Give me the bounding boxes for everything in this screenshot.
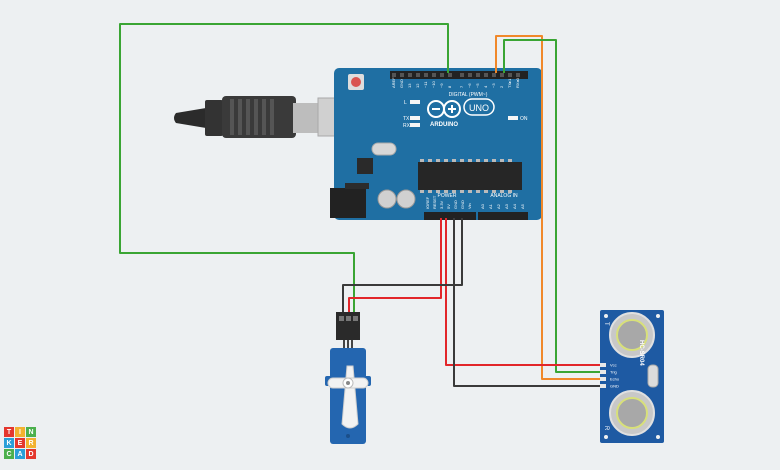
power-pin-label: Vin [467, 203, 472, 209]
analog-pin-label: A4 [512, 203, 517, 209]
digital-pin-label: GND [399, 79, 404, 88]
transducer-trig [609, 312, 655, 358]
green-wire-sensor-trig[interactable] [503, 39, 600, 373]
black-wire-gnd[interactable] [453, 218, 600, 387]
sensor-pin[interactable] [600, 384, 606, 388]
sensor-pin-label: Vcc [610, 363, 617, 368]
logo-letter: T [4, 427, 14, 437]
power-jack[interactable] [330, 188, 366, 218]
analog-pin-label: A3 [504, 203, 509, 209]
sensor-mark-left: T [603, 322, 609, 326]
digital-pin-label: ~3 [491, 83, 496, 88]
digital-label: DIGITAL (PWM~) [449, 92, 488, 98]
digital-pin-label: 13 [407, 83, 412, 88]
black-wire-servo-gnd[interactable] [342, 218, 463, 318]
led-l [410, 100, 420, 104]
digital-pin-label: AREF [391, 77, 396, 88]
green-wire-servo-signal[interactable] [119, 23, 449, 318]
logo-letter: R [26, 438, 36, 448]
sensor-model-label: HC-SR04 [638, 340, 644, 366]
sensor-pin[interactable] [600, 370, 606, 374]
brand-label: ARDUINO [430, 122, 458, 128]
logo-letter: A [15, 449, 25, 459]
led-on [508, 116, 518, 120]
logo-letter: E [15, 438, 25, 448]
power-pin-label: GND [453, 200, 458, 209]
led-rx-label: RX [403, 123, 411, 129]
digital-pin-label: 4 [483, 85, 488, 88]
analog-header[interactable] [478, 212, 528, 220]
analog-pin-label: A5 [520, 203, 525, 209]
analog-label: ANALOG IN [490, 193, 518, 199]
sensor-mark-right: R [603, 426, 609, 431]
led-tx-label: TX [403, 116, 410, 122]
orange-wire-sensor-echo[interactable] [495, 35, 600, 380]
digital-pin-label: TX▸1 [507, 78, 512, 88]
usb-cable[interactable] [174, 96, 361, 138]
digital-pin-label: RX◂0 [515, 77, 520, 88]
logo-letter: D [26, 449, 36, 459]
digital-pin-label: 7 [459, 85, 464, 88]
digital-pin-label: ~5 [475, 83, 480, 88]
power-pin-label: RESET [432, 195, 437, 209]
red-wire-5v[interactable] [348, 218, 442, 318]
capacitor [396, 189, 416, 209]
analog-pin-label: A1 [488, 203, 493, 209]
digital-pin-label: 2 [499, 85, 504, 88]
digital-pin-label: 12 [415, 83, 420, 88]
led-l-label: L [404, 100, 407, 106]
sensor-pin-label: Echo [610, 377, 620, 382]
logo-letter: I [15, 427, 25, 437]
atmega-chip [418, 162, 522, 190]
logo-letter: K [4, 438, 14, 448]
analog-pin-label: A2 [496, 203, 501, 209]
power-pin-label: 5V [446, 204, 451, 209]
logo-letter: N [26, 427, 36, 437]
model-label: UNO [469, 103, 489, 113]
transducer-echo [609, 390, 655, 436]
sensor-pin-label: Trig [610, 370, 617, 375]
logo-letter: C [4, 449, 14, 459]
led-rx [410, 123, 420, 127]
sensor-crystal [647, 364, 659, 388]
sensor-pin[interactable] [600, 377, 606, 381]
power-label: POWER [438, 193, 457, 199]
power-header[interactable] [424, 212, 476, 220]
digital-pin-label: ~9 [439, 83, 444, 88]
micro-servo[interactable] [325, 312, 371, 444]
led-tx [410, 116, 420, 120]
red-wire-sensor-vcc[interactable] [445, 218, 600, 366]
digital-pin-label: 8 [447, 85, 452, 88]
power-pin-label: GND [460, 200, 465, 209]
sensor-pin-label: GND [610, 384, 619, 389]
power-pin-label: 3.3V [439, 200, 444, 209]
led-on-label: ON [520, 116, 528, 122]
digital-pin-label: ~11 [423, 81, 428, 88]
power-pin-label: IOREF [425, 196, 430, 209]
crystal-oscillator [371, 142, 397, 156]
sensor-pin[interactable] [600, 363, 606, 367]
arduino-logo-icon [427, 100, 461, 118]
analog-pin-label: A0 [480, 203, 485, 209]
capacitor [377, 189, 397, 209]
digital-pin-label: ~10 [431, 80, 436, 88]
digital-header[interactable] [390, 71, 528, 79]
digital-pin-label: ~6 [467, 83, 472, 88]
servo-horn[interactable] [327, 365, 369, 429]
